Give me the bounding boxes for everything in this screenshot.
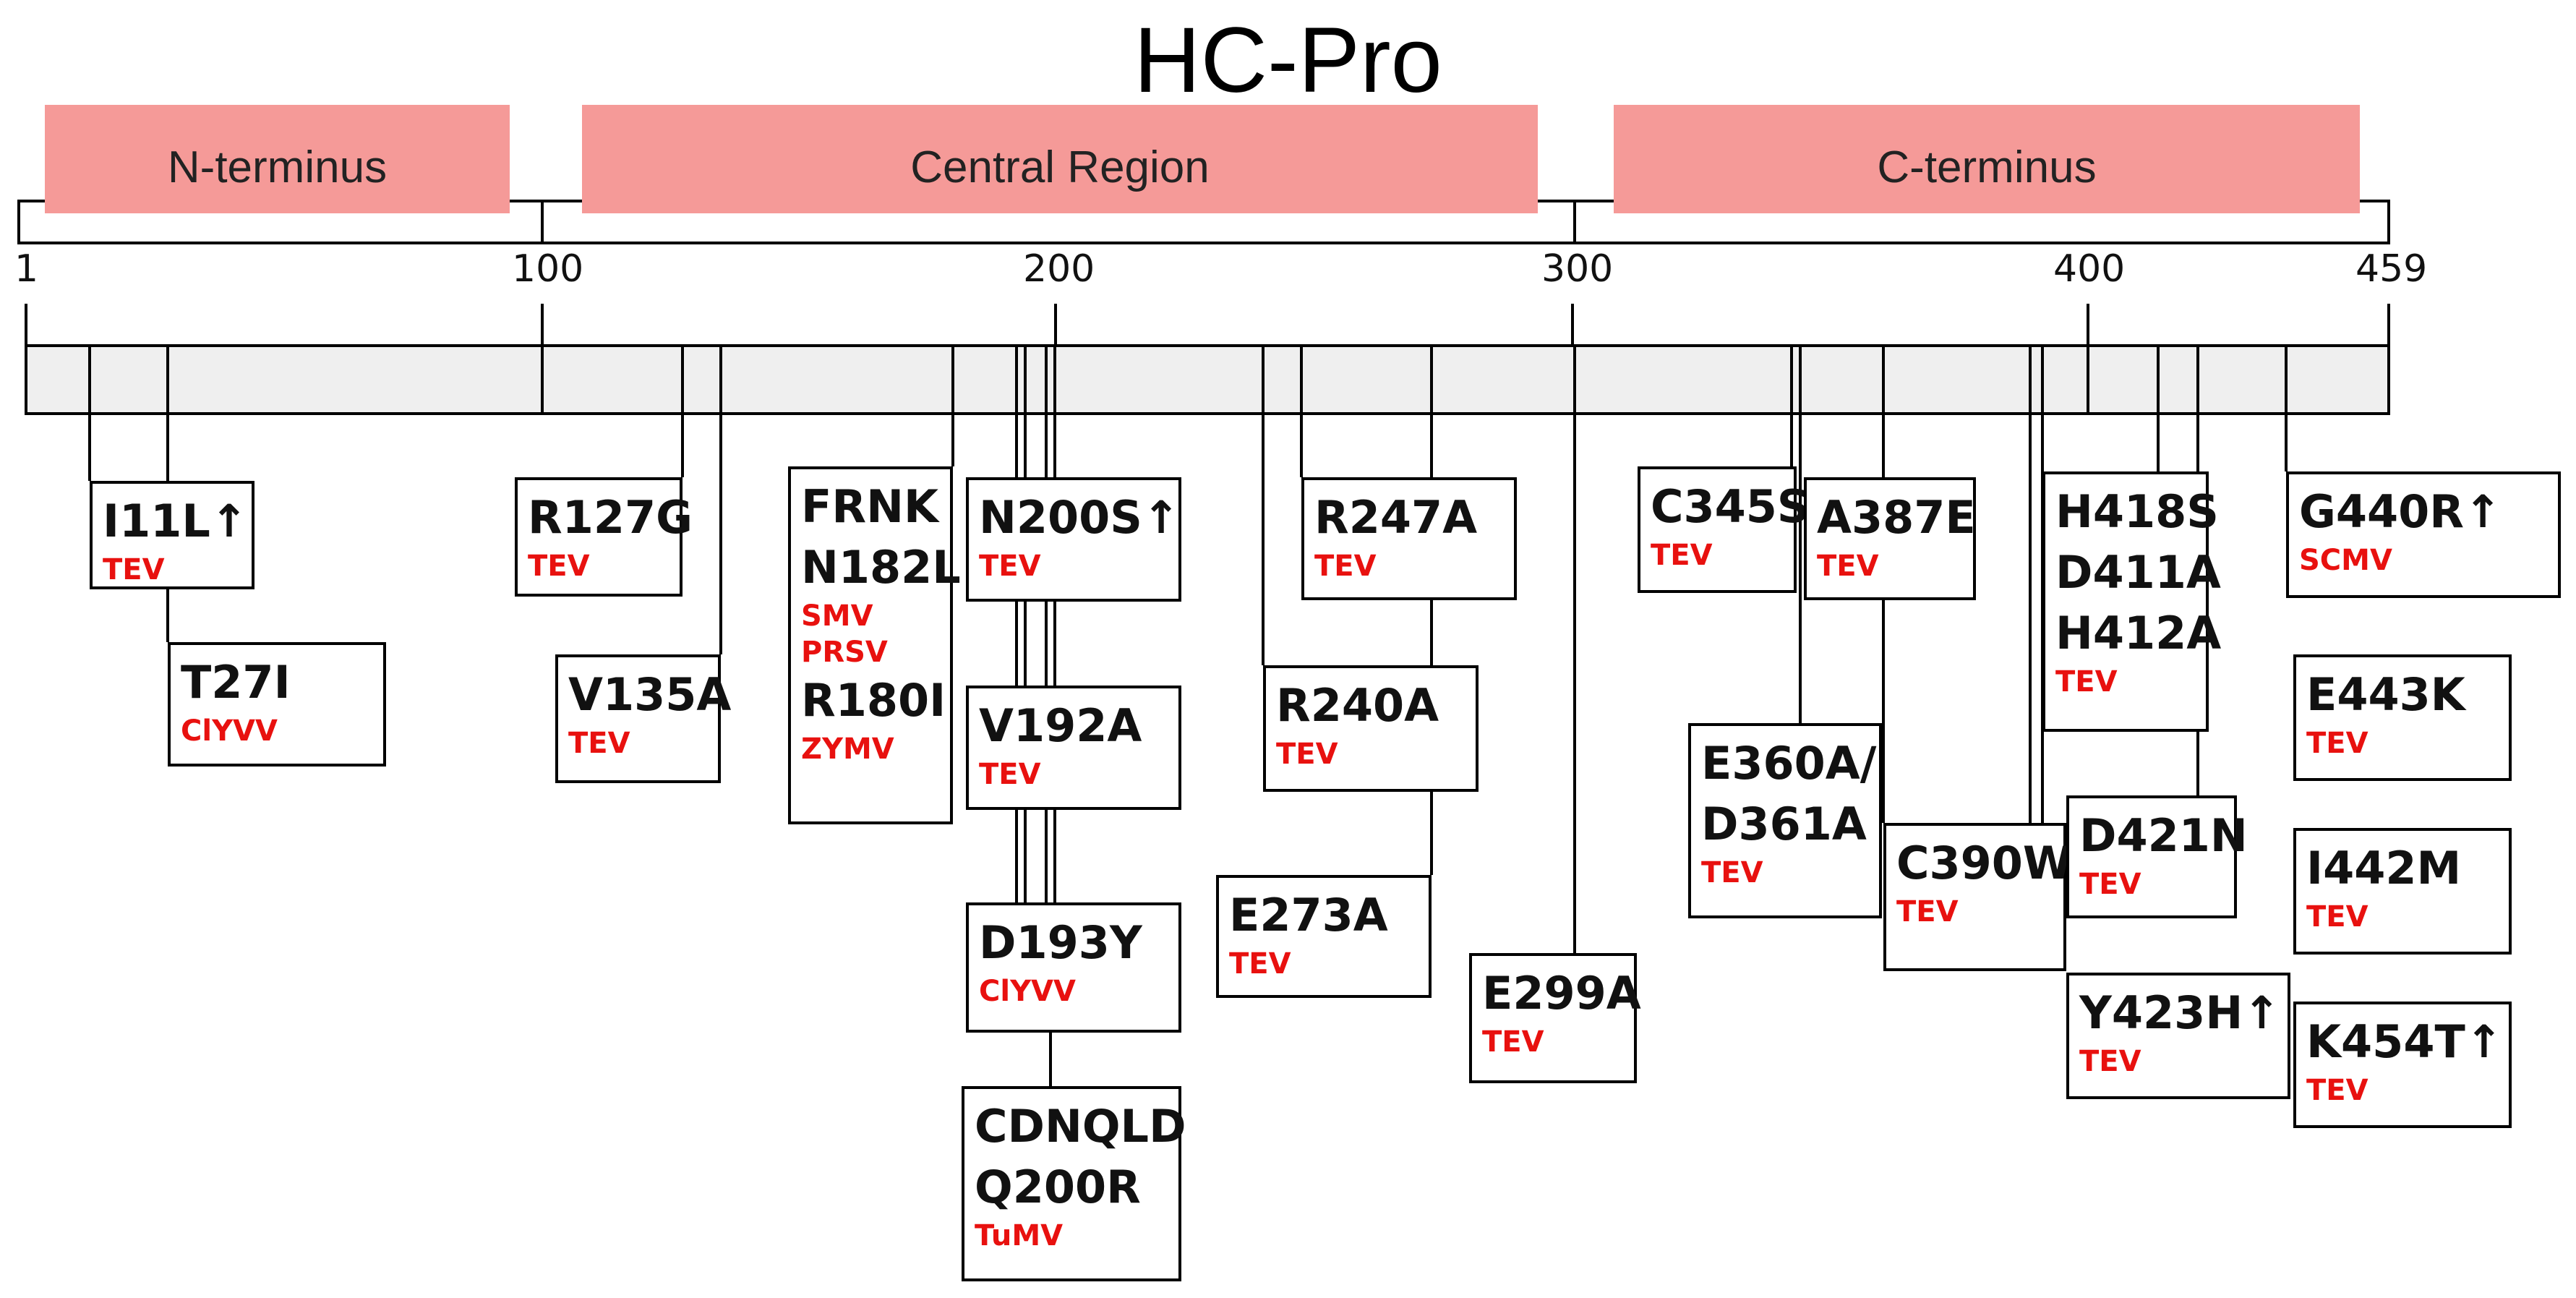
mutation-box-n200s: N200S↑ TEV — [966, 477, 1181, 602]
mutation-label: D193Y — [979, 916, 1142, 969]
tick-label-1: 1 — [14, 247, 39, 291]
mutation-label: D421N — [2079, 809, 2248, 862]
region-n-terminus-bar — [45, 105, 510, 213]
mutation-label: V135A — [568, 668, 732, 721]
mutation-box-cdnqld: CDNQLD Q200R TuMV — [962, 1086, 1186, 1281]
tick-label-400: 400 — [2053, 247, 2126, 291]
mutation-box-v135a: V135A TEV — [555, 654, 732, 783]
mutation-box-c390w: C390W TEV — [1883, 823, 2073, 971]
mutation-box-d421n: D421N TEV — [2066, 795, 2248, 918]
axis-ticks — [25, 304, 2390, 414]
mutation-box-g440r: G440R↑ SCMV — [2286, 471, 2561, 598]
mutation-box-d193y: D193Y ClYVV — [966, 902, 1181, 1033]
virus-label: TEV — [2306, 1074, 2369, 1107]
virus-label: PRSV — [801, 636, 888, 669]
virus-label: TEV — [2079, 1045, 2141, 1078]
mutation-connectors — [88, 346, 2288, 1086]
region-central-label: Central Region — [910, 142, 1210, 192]
mutation-label: R127G — [528, 491, 693, 544]
mutation-label: D411A — [2055, 546, 2221, 599]
virus-label: TEV — [2055, 665, 2118, 699]
mutation-box-v192a: V192A TEV — [966, 686, 1181, 810]
virus-label: SMV — [801, 599, 873, 633]
mutation-label: Y423H↑ — [2079, 986, 2281, 1039]
mutation-label: I11L↑ — [103, 495, 248, 547]
mutation-box-h418s: H418S D411A H412A TEV — [2042, 471, 2222, 732]
mutation-box-frnk: FRNK N182L SMV PRSV R180I ZYMV — [788, 466, 961, 824]
mutation-label: N182L — [801, 541, 961, 594]
virus-label: TEV — [1482, 1025, 1544, 1059]
region-n-terminus-label: N-terminus — [167, 142, 388, 192]
mutation-box-y423h: Y423H↑ TEV — [2066, 973, 2290, 1099]
mutation-label: C390W — [1896, 837, 2073, 889]
virus-label: TEV — [1817, 550, 1879, 583]
tick-label-200: 200 — [1023, 247, 1095, 291]
mutation-label: E360A/ — [1701, 737, 1877, 790]
virus-label: TEV — [2306, 900, 2369, 934]
mutation-label: E443K — [2306, 668, 2465, 721]
virus-label: TEV — [979, 550, 1041, 583]
mutation-label: G440R↑ — [2299, 485, 2502, 538]
virus-label: TEV — [1896, 895, 1959, 928]
virus-label: TEV — [2306, 727, 2369, 760]
virus-label: TEV — [568, 727, 630, 760]
mutation-box-i11l: I11L↑ TEV — [90, 481, 254, 589]
mutation-box-k454t: K454T↑ TEV — [2293, 1002, 2512, 1128]
mutation-label: I442M — [2306, 842, 2462, 894]
virus-label: TEV — [979, 758, 1041, 791]
mutation-label: A387E — [1817, 491, 1976, 544]
mutation-box-t27i: T27I ClYVV — [168, 642, 386, 767]
mutation-label: E299A — [1482, 967, 1641, 1020]
mutation-box-e360a-d361a: E360A/ D361A TEV — [1688, 723, 1882, 918]
virus-label: ClYVV — [979, 975, 1076, 1008]
mutation-label: R240A — [1276, 679, 1439, 732]
mutation-box-r127g: R127G TEV — [515, 477, 693, 597]
mutation-box-i442m: I442M TEV — [2293, 828, 2512, 955]
region-c-terminus-bar — [1614, 105, 2360, 213]
region-c-terminus-label: C-terminus — [1877, 142, 2097, 192]
motif-label: FRNK — [801, 480, 939, 533]
position-track — [25, 344, 2390, 415]
mutation-label: C345S — [1651, 480, 1810, 533]
virus-label: TEV — [2079, 868, 2141, 901]
mutation-label: D361A — [1701, 798, 1867, 850]
virus-label: TEV — [1314, 550, 1377, 583]
region-central-bar — [582, 105, 1538, 213]
tick-label-459: 459 — [2355, 247, 2428, 291]
mutation-box-e443k: E443K TEV — [2293, 654, 2512, 781]
virus-label: TEV — [1651, 539, 1713, 572]
mutation-box-e273a: E273A TEV — [1216, 875, 1432, 998]
virus-label: TEV — [528, 550, 590, 583]
mutation-box-r247a: R247A TEV — [1301, 477, 1517, 600]
mutation-label: H418S — [2055, 485, 2219, 538]
virus-label: TEV — [1276, 738, 1338, 771]
tick-label-100: 100 — [512, 247, 584, 291]
diagram-title: HC-Pro — [1134, 9, 1442, 112]
mutation-label: N200S↑ — [979, 491, 1180, 544]
mutation-label: Q200R — [975, 1161, 1141, 1213]
virus-label: ZYMV — [801, 733, 894, 766]
mutation-label: R247A — [1314, 491, 1478, 544]
virus-label: TuMV — [975, 1219, 1064, 1252]
mutation-label: H412A — [2055, 607, 2222, 659]
mutation-label: K454T↑ — [2306, 1015, 2503, 1068]
mutation-box-c345s: C345S TEV — [1638, 466, 1810, 593]
mutation-label: T27I — [181, 656, 291, 709]
mutation-box-a387e: A387E TEV — [1804, 477, 1976, 600]
mutation-box-r240a: R240A TEV — [1263, 665, 1479, 792]
virus-label: TEV — [103, 553, 165, 586]
mutation-box-e299a: E299A TEV — [1469, 953, 1641, 1083]
mutation-label: V192A — [979, 699, 1142, 752]
tick-label-300: 300 — [1541, 247, 1614, 291]
motif-label: CDNQLD — [975, 1100, 1186, 1153]
virus-label: SCMV — [2299, 544, 2392, 577]
virus-label: ClYVV — [181, 714, 278, 748]
virus-label: TEV — [1701, 856, 1763, 889]
mutation-label: R180I — [801, 674, 946, 727]
mutation-label: E273A — [1229, 889, 1388, 942]
virus-label: TEV — [1229, 947, 1291, 981]
